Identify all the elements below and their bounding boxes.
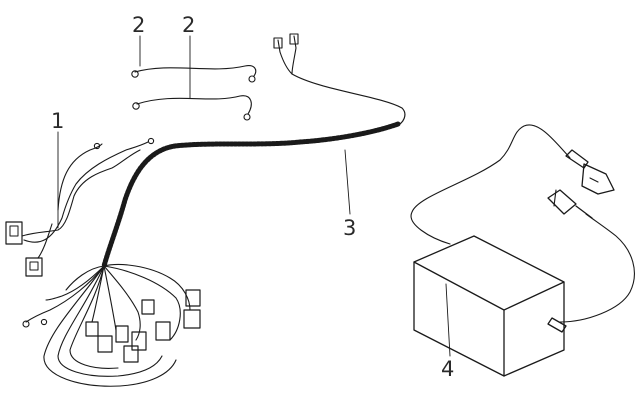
battery-charger-box <box>413 235 565 377</box>
callout-2a: 2 <box>132 13 145 37</box>
charging-cable-plug <box>273 33 406 127</box>
charger-ac-cord <box>410 124 615 245</box>
leader-line-3 <box>344 149 351 215</box>
sub-harness-part-1 <box>5 137 155 277</box>
callout-3: 3 <box>343 216 356 240</box>
braided-harness-sleeve <box>101 121 401 269</box>
callout-1: 1 <box>51 109 64 133</box>
leader-lines-2 <box>139 35 191 99</box>
charger-output-cord <box>547 189 635 333</box>
main-wiring-harness <box>22 263 201 387</box>
callout-2b: 2 <box>182 13 195 37</box>
leader-line-4 <box>445 283 451 357</box>
ground-wire-lower <box>132 95 252 121</box>
callout-4: 4 <box>441 357 454 381</box>
ground-wire-upper <box>131 65 257 83</box>
